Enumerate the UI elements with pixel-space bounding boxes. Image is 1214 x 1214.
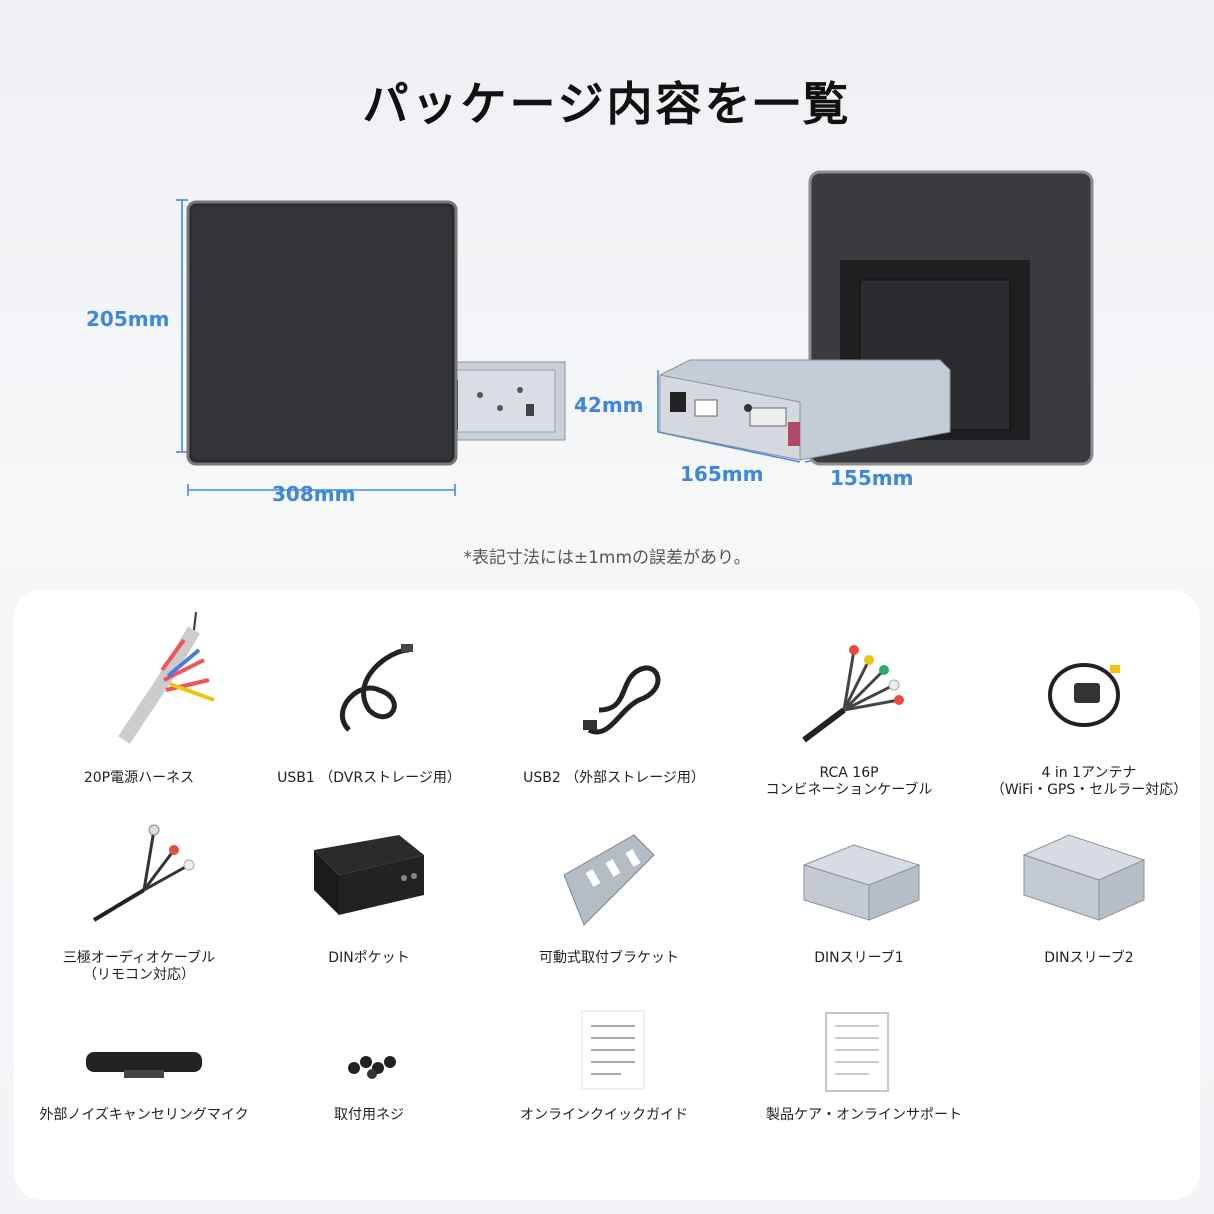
item-usb2: USB2 （外部ストレージ用）: [519, 610, 709, 800]
height-dimension: 205mm: [86, 307, 170, 331]
item-microphone: 外部ノイズキャンセリングマイク: [29, 1010, 259, 1130]
width-dimension: 308mm: [272, 482, 356, 506]
din-sleeve-icon: [1022, 834, 1146, 921]
item-screws: 取付用ネジ: [299, 1010, 439, 1130]
item-label: 20P電源ハーネス: [83, 770, 195, 786]
item-din-pocket: DINポケット: [279, 815, 459, 995]
support-card-icon: [825, 1012, 889, 1092]
item-support-card: 製品ケア・オンラインサポート: [749, 1010, 979, 1130]
item-label: 製品ケア・オンラインサポート: [766, 1107, 962, 1123]
item-label: USB2 （外部ストレージ用）: [523, 770, 705, 786]
rca-cable-icon: [802, 645, 904, 743]
din-sleeve-icon: [802, 844, 921, 921]
item-label: DINポケット: [328, 950, 410, 966]
product-rear-illustration: [657, 170, 1094, 466]
screws-icon: [348, 1056, 396, 1079]
wiring-harness-icon: [118, 611, 215, 744]
page-title: パッケージ内容を一覧: [362, 77, 852, 131]
din-pocket-icon: [314, 835, 424, 915]
item-antenna: 4 in 1アンテナ（WiFi・GPS・セルラー対応）: [984, 610, 1194, 810]
item-label: DINスリーブ2: [1044, 950, 1134, 966]
dimension-tolerance-note: *表記寸法には±1mmの誤差があり。: [463, 548, 751, 568]
quick-guide-icon: [581, 1010, 645, 1090]
depth-dimension: 42mm: [574, 393, 644, 417]
item-power-harness: 20P電源ハーネス: [54, 610, 224, 800]
item-quick-guide: オンラインクイックガイド: [504, 1010, 704, 1130]
item-label: オンラインクイックガイド: [520, 1107, 688, 1123]
item-label: 取付用ネジ: [334, 1107, 404, 1123]
item-mount-bracket: 可動式取付ブラケット: [514, 815, 704, 995]
item-audio-cable: 三極オーディオケーブル（リモコン対応）: [44, 815, 234, 995]
chassis-width-dimension: 155mm: [830, 466, 914, 490]
usb-cable-icon: [340, 644, 413, 732]
item-label: 外部ノイズキャンセリングマイク: [39, 1107, 249, 1123]
item-label: DINスリーブ1: [814, 950, 904, 966]
item-label: USB1 （DVRストレージ用）: [277, 770, 461, 786]
usb-cable-icon: [583, 665, 661, 735]
package-contents-panel: 20P電源ハーネス USB1 （DVRストレージ用） USB2 （外部ストレージ…: [14, 590, 1200, 1200]
audio-cable-icon: [92, 824, 195, 922]
chassis-length-dimension: 165mm: [680, 462, 764, 486]
item-usb1: USB1 （DVRストレージ用）: [274, 610, 464, 800]
microphone-icon: [86, 1052, 202, 1078]
product-front-illustration: [176, 199, 566, 496]
item-label: 可動式取付ブラケット: [539, 950, 679, 966]
antenna-icon: [1048, 663, 1120, 727]
item-label: 三極オーディオケーブル（リモコン対応）: [62, 950, 216, 983]
item-din-sleeve-1: DINスリーブ1: [764, 815, 954, 995]
bracket-icon: [563, 834, 655, 926]
item-label: 4 in 1アンテナ（WiFi・GPS・セルラー対応）: [990, 765, 1188, 798]
item-din-sleeve-2: DINスリーブ2: [999, 815, 1179, 995]
